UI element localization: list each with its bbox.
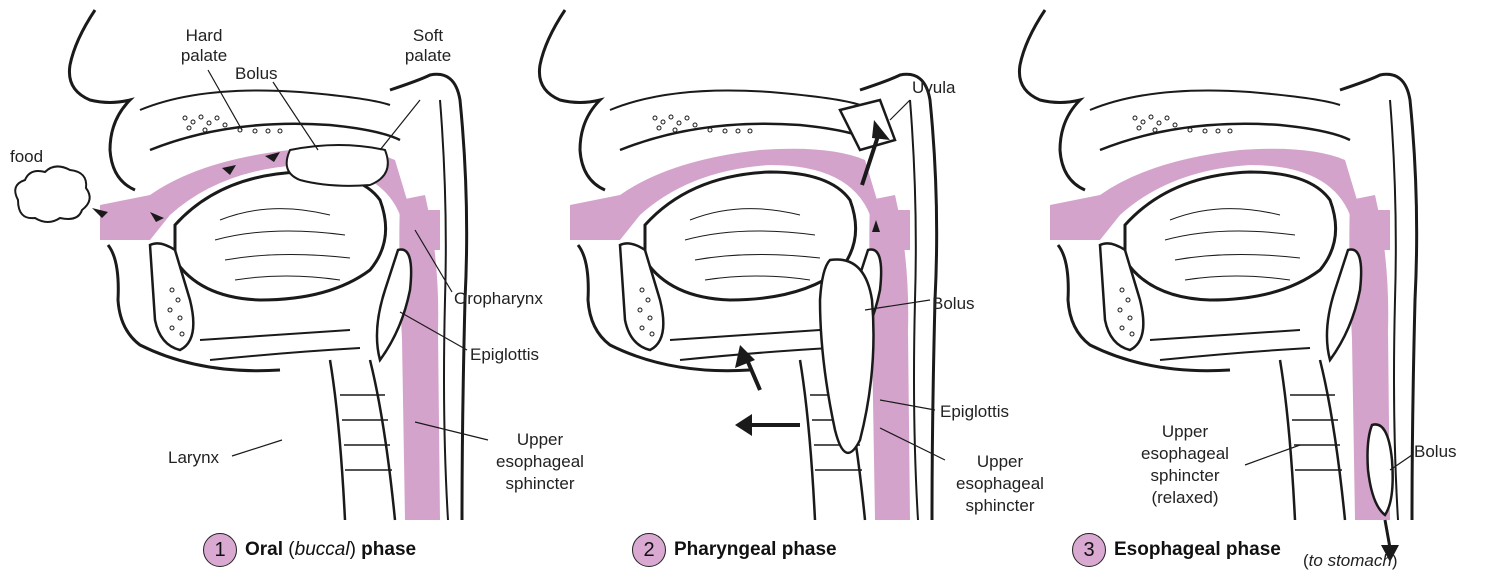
label-ues-2c: sphincter <box>945 496 1055 516</box>
label-ues-3c: sphincter <box>1130 466 1240 486</box>
label-epiglottis-2: Epiglottis <box>940 402 1009 422</box>
head-crosssection-1 <box>69 10 466 520</box>
caption-2-bold: Pharyngeal phase <box>674 539 837 561</box>
step-badge-3: 3 <box>1072 533 1106 567</box>
label-ues-3a: Upper <box>1130 422 1240 442</box>
step-badge-2: 2 <box>632 533 666 567</box>
caption-1-open: ( <box>283 539 295 561</box>
food-cloud-icon <box>15 166 89 222</box>
label-ues-1c: sphincter <box>485 474 595 494</box>
panel-oral-phase <box>15 10 488 520</box>
label-ues-2a: Upper <box>945 452 1055 472</box>
label-food: food <box>10 147 43 167</box>
stomach-italic: to stomach <box>1309 551 1392 570</box>
caption-1-italic: buccal <box>295 539 350 561</box>
label-oropharynx: Oropharynx <box>454 289 543 309</box>
label-bolus-3: Bolus <box>1414 442 1457 462</box>
bolus-shape-2 <box>820 260 874 453</box>
step-badge-1: 1 <box>203 533 237 567</box>
label-bolus-1: Bolus <box>235 64 278 84</box>
label-soft-palate-1: Soft <box>400 26 456 46</box>
label-larynx: Larynx <box>168 448 219 468</box>
caption-esophageal-phase: 3 Esophageal phase <box>1072 533 1281 567</box>
label-soft-palate-2: palate <box>400 46 456 66</box>
caption-3-bold: Esophageal phase <box>1114 539 1281 561</box>
caption-1-close: ) <box>350 539 362 561</box>
stomach-arrow-shaft <box>1385 520 1390 548</box>
caption-1-bold: Oral <box>245 539 283 561</box>
label-epiglottis-1: Epiglottis <box>470 345 539 365</box>
label-hard-palate-1: Hard <box>176 26 232 46</box>
label-hard-palate-2: palate <box>176 46 232 66</box>
caption-pharyngeal-phase: 2 Pharyngeal phase <box>632 533 837 567</box>
caption-oral-phase: 1 Oral (buccal) phase <box>203 533 416 567</box>
label-ues-1a: Upper <box>485 430 595 450</box>
label-bolus-2: Bolus <box>932 294 975 314</box>
label-ues-1b: esophageal <box>485 452 595 472</box>
label-ues-3b: esophageal <box>1130 444 1240 464</box>
head-crosssection-2 <box>539 10 936 520</box>
label-to-stomach: (to stomach) <box>1303 551 1398 571</box>
stomach-close: ) <box>1392 551 1398 570</box>
label-uvula: Uvula <box>912 78 955 98</box>
uvula-shape <box>840 100 895 150</box>
label-ues-2b: esophageal <box>945 474 1055 494</box>
panel-pharyngeal-phase <box>539 10 945 520</box>
caption-1-bold2: phase <box>361 539 416 561</box>
bolus-shape <box>287 145 388 186</box>
label-ues-3d: (relaxed) <box>1130 488 1240 508</box>
